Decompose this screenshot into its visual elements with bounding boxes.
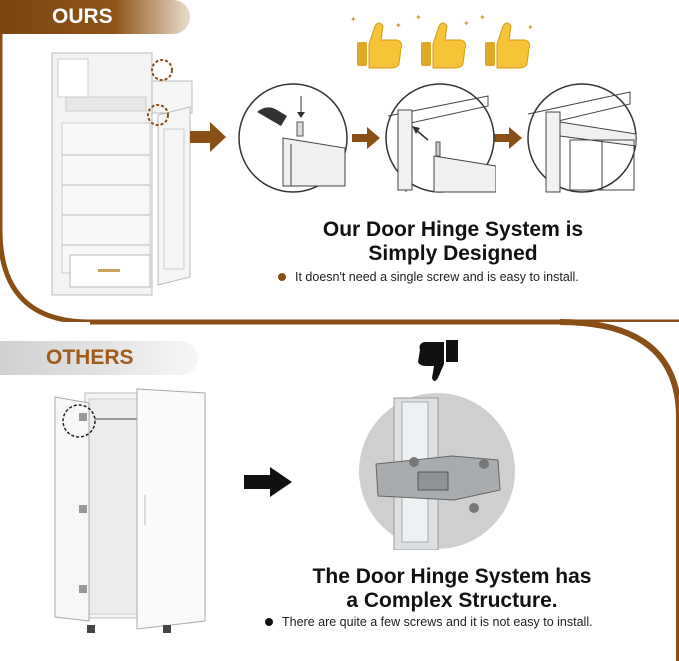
ours-cabinet-image <box>51 52 193 296</box>
thumbs-up-icon <box>357 22 402 69</box>
others-tag: OTHERS <box>0 341 198 375</box>
svg-text:✦: ✦ <box>463 19 470 28</box>
arrow-right-icon <box>494 127 522 149</box>
ours-tag: OURS <box>0 0 190 34</box>
arrow-right-icon <box>190 122 226 152</box>
svg-text:✦: ✦ <box>415 14 422 22</box>
others-bullet: There are quite a few screws and it is n… <box>265 615 593 629</box>
thumbs-up-group: ✦ ✦ ✦ ✦ ✦ ✦ <box>350 14 534 69</box>
arrow-right-icon <box>352 127 380 149</box>
bullet-dot-icon <box>265 618 273 626</box>
others-heading: The Door Hinge System has a Complex Stru… <box>296 565 608 613</box>
svg-text:✦: ✦ <box>350 15 357 24</box>
svg-text:✦: ✦ <box>395 21 402 30</box>
svg-text:✦: ✦ <box>479 14 486 22</box>
svg-text:✦: ✦ <box>527 23 534 32</box>
thumbs-down-icon <box>418 340 458 381</box>
ours-heading-line1: Our Door Hinge System is <box>322 218 584 241</box>
others-bullet-text: There are quite a few screws and it is n… <box>282 615 593 629</box>
ours-bullet: It doesn't need a single screw and is ea… <box>278 270 579 284</box>
ours-tag-label: OURS <box>52 5 113 28</box>
arrow-right-icon <box>244 467 292 497</box>
others-section-frame <box>90 319 679 661</box>
ours-section-frame <box>0 34 679 322</box>
others-heading-line2: a Complex Structure. <box>346 589 558 612</box>
ours-bullet-text: It doesn't need a single screw and is ea… <box>295 270 579 284</box>
hinge-step-1-image <box>238 83 348 193</box>
others-heading-line1: The Door Hinge System has <box>312 565 592 588</box>
others-wardrobe-image <box>54 388 206 633</box>
thumbs-up-icon <box>485 22 530 69</box>
ours-heading-line2: Simply Designed <box>368 242 538 265</box>
hinge-step-2-image <box>385 83 496 193</box>
others-tag-label: OTHERS <box>46 346 134 369</box>
others-hinge-photo <box>359 393 515 550</box>
ours-heading: Our Door Hinge System is Simply Designed <box>290 218 616 266</box>
thumbs-up-icon <box>421 22 466 69</box>
hinge-step-3-image <box>527 83 637 193</box>
bullet-dot-icon <box>278 273 286 281</box>
